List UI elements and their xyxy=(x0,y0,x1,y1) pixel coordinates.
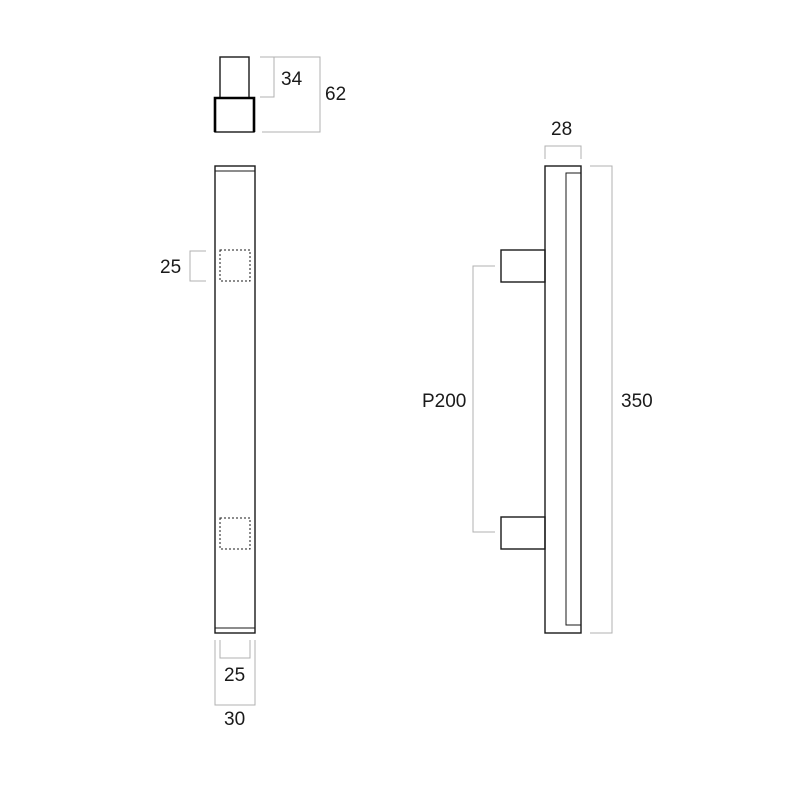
top-view-bar-edge xyxy=(213,96,256,132)
front-view: 25 25 30 xyxy=(160,165,256,730)
side-view: 28 P200 350 xyxy=(422,119,653,634)
dim-25-bottom-line xyxy=(219,640,251,659)
side-view-post-bottom xyxy=(500,516,546,550)
dim-p200-line xyxy=(472,265,495,533)
dim-28-line xyxy=(544,145,582,159)
dim-62-label: 62 xyxy=(325,84,346,105)
top-view-bar xyxy=(214,97,255,133)
dim-28-label: 28 xyxy=(551,119,572,140)
dim-34-line xyxy=(260,56,275,98)
dim-350-label: 350 xyxy=(621,391,653,412)
side-view-bar xyxy=(544,165,582,634)
front-view-bar xyxy=(214,165,256,634)
top-view: 34 62 xyxy=(213,56,346,133)
dim-62-line xyxy=(262,56,321,133)
dim-25-left-line xyxy=(189,250,206,282)
top-view-post xyxy=(219,56,250,99)
front-view-post-top-hidden xyxy=(219,249,251,282)
dim-34-label: 34 xyxy=(281,69,303,90)
dim-30-line xyxy=(214,640,256,706)
side-view-inner-face xyxy=(565,172,581,626)
front-view-post-bottom-hidden xyxy=(219,517,251,550)
dim-350-line xyxy=(590,165,613,634)
dim-30-label: 30 xyxy=(224,709,245,730)
side-view-post-top xyxy=(500,249,546,283)
dim-25-bottom-label: 25 xyxy=(224,665,245,686)
dim-25-left-label: 25 xyxy=(160,257,181,278)
dim-p200-label: P200 xyxy=(422,391,466,412)
